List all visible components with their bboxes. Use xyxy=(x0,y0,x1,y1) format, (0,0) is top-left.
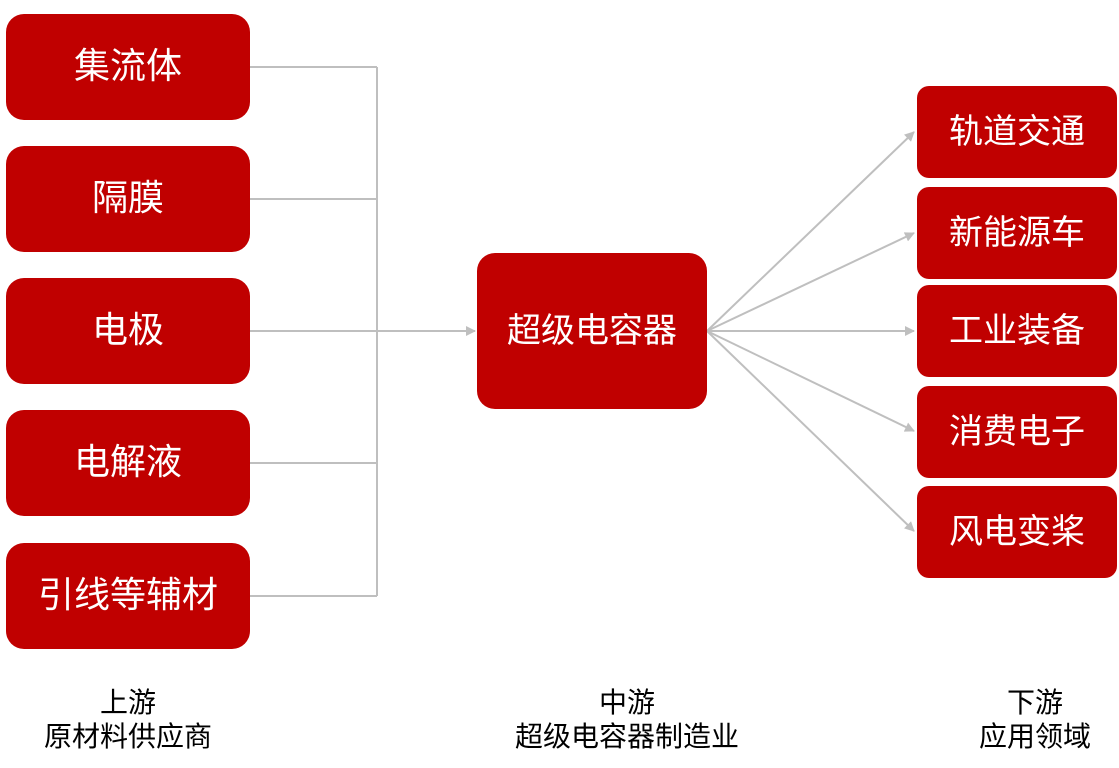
downstream-caption-title: 下游 xyxy=(1006,686,1063,719)
upstream-box-electrode: 电极 xyxy=(6,278,250,384)
downstream-box-nev: 新能源车 xyxy=(917,187,1117,279)
upstream-box-separator: 隔膜 xyxy=(6,146,250,252)
midstream-caption: 中游 超级电容器制造业 xyxy=(477,686,777,754)
midstream-caption-title: 中游 xyxy=(598,686,655,719)
downstream-box-rail: 轨道交通 xyxy=(917,86,1117,178)
downstream-box-industrial: 工业装备 xyxy=(917,285,1117,377)
fan-arrow-5 xyxy=(706,330,915,532)
upstream-box-auxiliary: 引线等辅材 xyxy=(6,543,250,649)
downstream-box-wind: 风电变桨 xyxy=(917,486,1117,578)
midstream-caption-subtitle: 超级电容器制造业 xyxy=(514,720,739,753)
upstream-caption-subtitle: 原材料供应商 xyxy=(43,720,212,753)
fan-arrow-2 xyxy=(706,232,915,332)
midstream-box-supercapacitor: 超级电容器 xyxy=(477,253,707,409)
fan-arrow-1 xyxy=(706,131,915,332)
fan-arrow-4 xyxy=(706,330,915,432)
upstream-box-electrolyte: 电解液 xyxy=(6,410,250,516)
downstream-box-consumer: 消费电子 xyxy=(917,386,1117,478)
upstream-box-current-collector: 集流体 xyxy=(6,14,250,120)
downstream-caption-subtitle: 应用领域 xyxy=(978,720,1091,753)
downstream-caption: 下游 应用领域 xyxy=(950,686,1119,754)
upstream-caption: 上游 原材料供应商 xyxy=(6,686,250,754)
upstream-caption-title: 上游 xyxy=(99,686,156,719)
